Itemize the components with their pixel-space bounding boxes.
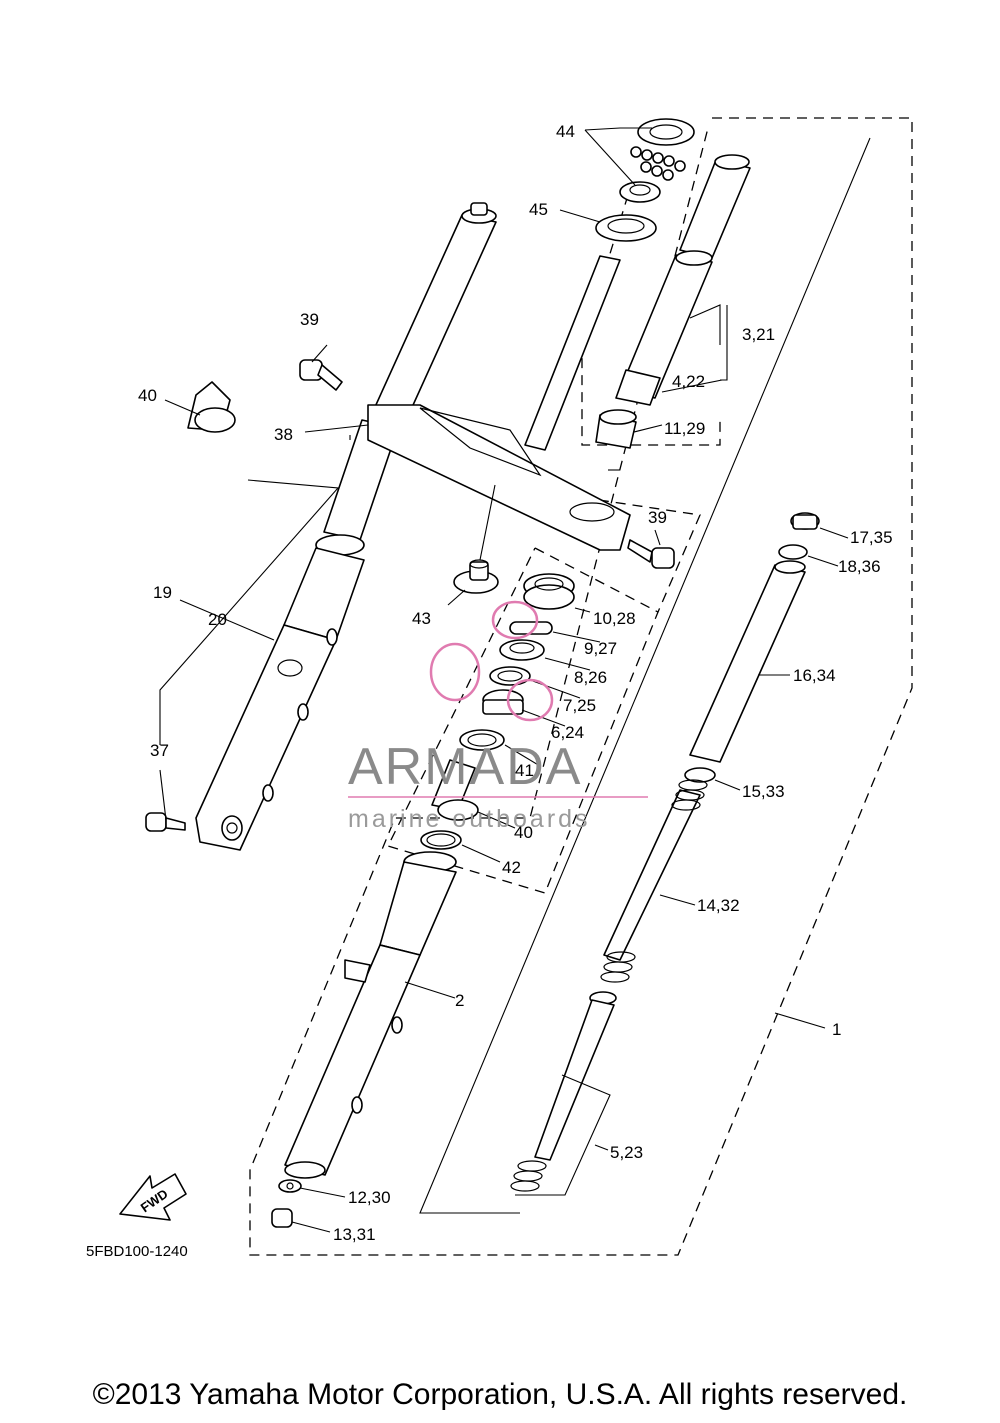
callout-16-34: 16,34 [793,666,836,685]
callout-39-upper: 39 [300,310,319,329]
left-fork-leg [195,202,497,851]
callout-9-27: 9,27 [584,639,617,658]
callout-44: 44 [556,122,575,141]
callout-2: 2 [455,991,464,1010]
callout-10-28: 10,28 [593,609,636,628]
callout-15-33: 15,33 [742,782,785,801]
watermark-logo-ring-3 [506,678,554,722]
callout-8-26: 8,26 [574,668,607,687]
steering-bearings [595,118,695,242]
leader-lines [159,127,871,1233]
callout-41: 41 [515,761,534,780]
callout-18-36: 18,36 [838,557,881,576]
callout-7-25: 7,25 [563,696,596,715]
callout-11-29: 11,29 [664,419,705,438]
watermark-brand: ARMADA [348,738,582,796]
callout-labels: 44 45 3,21 4,22 11,29 39 40 38 39 17,35 … [86,122,893,1260]
diagram-code: 5FBD100-1240 [86,1243,188,1260]
callout-3-21: 3,21 [742,325,775,344]
bolts [145,359,675,832]
callout-45: 45 [529,200,548,219]
callout-13-31: 13,31 [333,1225,376,1244]
callout-40-upper: 40 [138,386,157,405]
fork-guard-upper [187,381,236,433]
steering-stem [367,255,631,551]
upper-tubes [595,154,751,449]
copyright-notice: ©2013 Yamaha Motor Corporation, U.S.A. A… [92,1378,908,1411]
nut-43 [453,559,499,594]
callout-37: 37 [150,741,169,760]
callout-12-30: 12,30 [348,1188,391,1207]
drain-bolt-parts [271,1179,302,1228]
watermark-logo-ring-1 [491,600,539,640]
callout-5-23: 5,23 [610,1143,643,1162]
watermark-tagline: marine outboards [348,805,591,833]
watermark: ARMADA marine outboards [348,600,648,833]
outline-dust-seal-group [387,547,659,894]
callout-14-32: 14,32 [697,896,740,915]
callout-43: 43 [412,609,431,628]
callout-42: 42 [502,858,521,877]
callout-1: 1 [832,1020,841,1039]
callout-39-lower: 39 [648,508,667,527]
callout-20: 20 [208,610,227,629]
callout-6-24: 6,24 [551,723,584,742]
outline-assembly-1 [249,117,913,1256]
callout-38: 38 [274,425,293,444]
callout-19: 19 [153,583,172,602]
callout-40-lower: 40 [514,823,533,842]
callout-4-22: 4,22 [672,372,705,391]
fwd-arrow-icon: FWD [119,1173,187,1221]
outer-tube [284,851,457,1179]
damper-spring [510,512,820,1192]
callout-17-35: 17,35 [850,528,893,547]
watermark-logo-ring-2 [429,642,481,702]
